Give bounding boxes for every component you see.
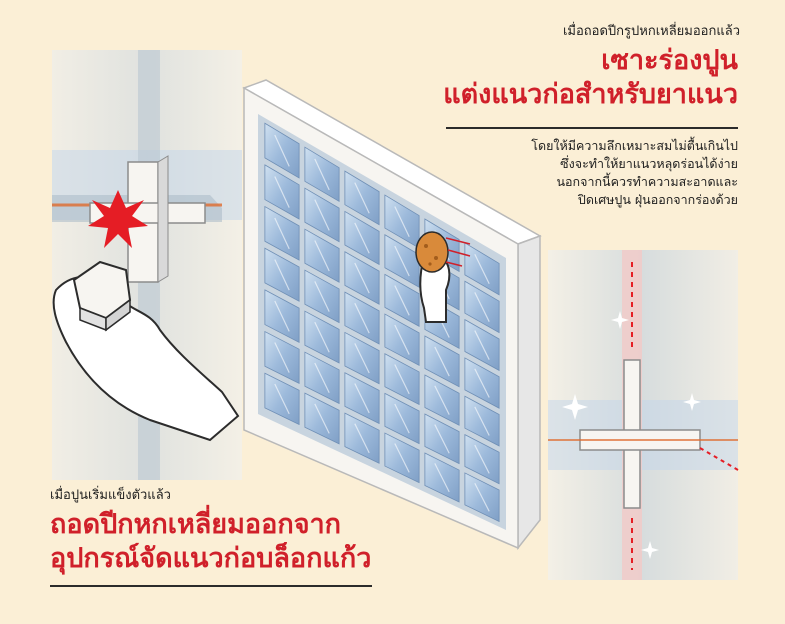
top-heading: เซาะร่องปูน แต่งแนวก่อสำหรับยาแนว: [380, 44, 738, 112]
hand-holding-sponge-icon: [415, 231, 471, 323]
glass-highlight: [274, 300, 290, 332]
glass-highlight: [354, 182, 370, 214]
top-caption: เมื่อถอดปีกรูปหกเหลี่ยมออกแล้ว: [562, 24, 740, 39]
glass-highlight: [474, 406, 490, 436]
glass-highlight: [274, 259, 290, 291]
glass-highlight: [274, 134, 290, 167]
glass-highlight: [354, 262, 370, 294]
glass-highlight: [274, 217, 290, 250]
top-body-text: โดยให้มีความลึกเหมาะสมไม่ตื้นเกินไป ซึ่ง…: [470, 137, 738, 209]
bottom-caption: เมื่อปูนเริ่มแข็งตัวแล้ว: [50, 488, 171, 503]
glass-highlight: [394, 285, 410, 316]
top-heading-line2: แต่งแนวก่อสำหรับยาแนว: [443, 79, 738, 110]
bottom-heading-line1: ถอดปีกหกเหลี่ยมออกจาก: [50, 509, 342, 540]
starburst-icon: [88, 190, 148, 248]
hand-holding-hexagon-icon: [52, 260, 240, 442]
top-body-line: โดยให้มีความลึกเหมาะสมไม่ตื้นเกินไป: [531, 138, 738, 153]
glass-highlight: [274, 342, 290, 373]
glass-highlight: [474, 330, 490, 360]
sparkle-icon: [562, 311, 701, 559]
glass-highlight: [434, 346, 450, 377]
glass-highlight: [314, 158, 330, 191]
glass-highlight: [474, 368, 490, 398]
top-body-line: นอกจากนี้ควรทำความสะอาดและ: [556, 174, 739, 189]
glass-highlight: [474, 253, 490, 285]
top-body-line: ปิดเศษปูน ฝุ่นออกจากร่องด้วย: [577, 192, 738, 207]
glass-highlight: [394, 324, 410, 355]
glass-highlight: [354, 423, 370, 454]
glass-highlight: [354, 383, 370, 414]
glass-highlight: [354, 302, 370, 334]
glass-highlight: [314, 403, 330, 434]
bottom-divider: [50, 585, 372, 587]
glass-highlight: [394, 403, 410, 434]
glass-highlight: [354, 343, 370, 374]
glass-highlight: [394, 364, 410, 395]
glass-highlight: [474, 444, 490, 474]
glass-highlight: [394, 443, 410, 473]
glass-block-wall: [242, 79, 542, 551]
bottom-heading-line2: อุปกรณ์จัดแนวก่อบล็อกแก้ว: [50, 543, 372, 574]
glass-highlight: [394, 206, 410, 238]
glass-highlight: [314, 281, 330, 312]
glass-highlight: [314, 321, 330, 353]
glass-highlight: [474, 482, 490, 512]
glass-highlight: [434, 385, 450, 415]
right-detail-panel: [548, 250, 739, 580]
bottom-heading: ถอดปีกหกเหลี่ยมออกจาก อุปกรณ์จัดแนวก่อบล…: [50, 508, 390, 576]
top-body-line: ซึ่งจะทำให้ยาแนวหลุดร่อนได้ง่าย: [560, 156, 738, 171]
glass-highlight: [314, 362, 330, 394]
glass-highlight: [274, 383, 290, 415]
glass-highlight: [474, 292, 490, 322]
glass-highlight: [434, 424, 450, 454]
glass-block-grid: [264, 122, 500, 523]
glass-highlight: [434, 463, 450, 493]
glass-highlight: [394, 245, 410, 277]
glass-highlight: [314, 199, 330, 231]
top-divider: [446, 127, 738, 129]
glass-highlight: [354, 222, 370, 254]
top-heading-line1: เซาะร่องปูน: [601, 45, 738, 76]
glass-highlight: [314, 240, 330, 272]
left-detail-panel: [52, 50, 242, 480]
glass-highlight: [274, 176, 290, 208]
